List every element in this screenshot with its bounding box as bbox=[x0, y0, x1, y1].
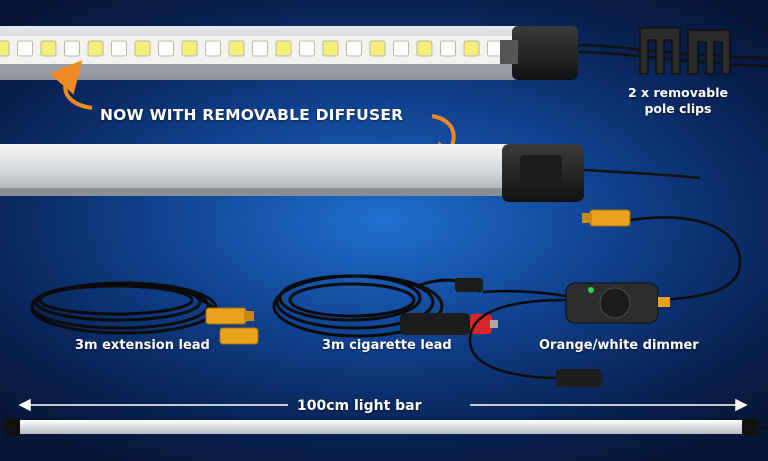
led-chip bbox=[369, 40, 386, 57]
led-chip bbox=[252, 40, 268, 57]
dimmer-label: Orange/white dimmer bbox=[539, 338, 699, 353]
led-chip bbox=[158, 40, 174, 57]
led-chip bbox=[346, 40, 362, 57]
pole-clips-line1: 2 x removable bbox=[628, 85, 729, 100]
led-chip bbox=[134, 40, 151, 57]
led-chip bbox=[228, 40, 245, 57]
pole-clips bbox=[639, 27, 731, 75]
led-chip bbox=[64, 40, 80, 57]
led-chip bbox=[440, 40, 456, 57]
led-chip bbox=[205, 40, 221, 57]
extension-connectors bbox=[205, 307, 259, 345]
headline: NOW WITH REMOVABLE DIFFUSER bbox=[100, 106, 404, 124]
extension-lead bbox=[30, 281, 219, 335]
light-bar-with-diffuser bbox=[0, 144, 701, 202]
led-chip bbox=[87, 40, 104, 57]
dimmer-cable bbox=[468, 216, 742, 380]
length-indicator bbox=[18, 398, 748, 412]
extension-lead-label: 3m extension lead bbox=[75, 338, 210, 353]
led-chip bbox=[40, 40, 57, 57]
dimmer-connectors bbox=[556, 209, 631, 387]
led-chip bbox=[181, 40, 198, 57]
dimmer-box bbox=[565, 282, 670, 324]
led-chip bbox=[299, 40, 315, 57]
led-chip bbox=[17, 40, 33, 57]
led-light-bar-open bbox=[0, 26, 768, 80]
led-chip bbox=[463, 40, 480, 57]
led-chip bbox=[111, 40, 127, 57]
cigarette-lead-label: 3m cigarette lead bbox=[322, 338, 452, 353]
led-chip bbox=[0, 40, 10, 57]
led-chip bbox=[322, 40, 339, 57]
cigarette-plug bbox=[400, 278, 498, 335]
arrow-to-led-bar bbox=[49, 59, 93, 110]
pole-clips-line2: pole clips bbox=[644, 101, 712, 116]
pole-clips-label: 2 x removable pole clips bbox=[628, 85, 728, 117]
light-bar-100cm bbox=[0, 418, 768, 436]
led-chip bbox=[275, 40, 292, 57]
light-bar-length-label: 100cm light bar bbox=[297, 398, 422, 414]
led-chip bbox=[393, 40, 409, 57]
led-chip bbox=[416, 40, 433, 57]
